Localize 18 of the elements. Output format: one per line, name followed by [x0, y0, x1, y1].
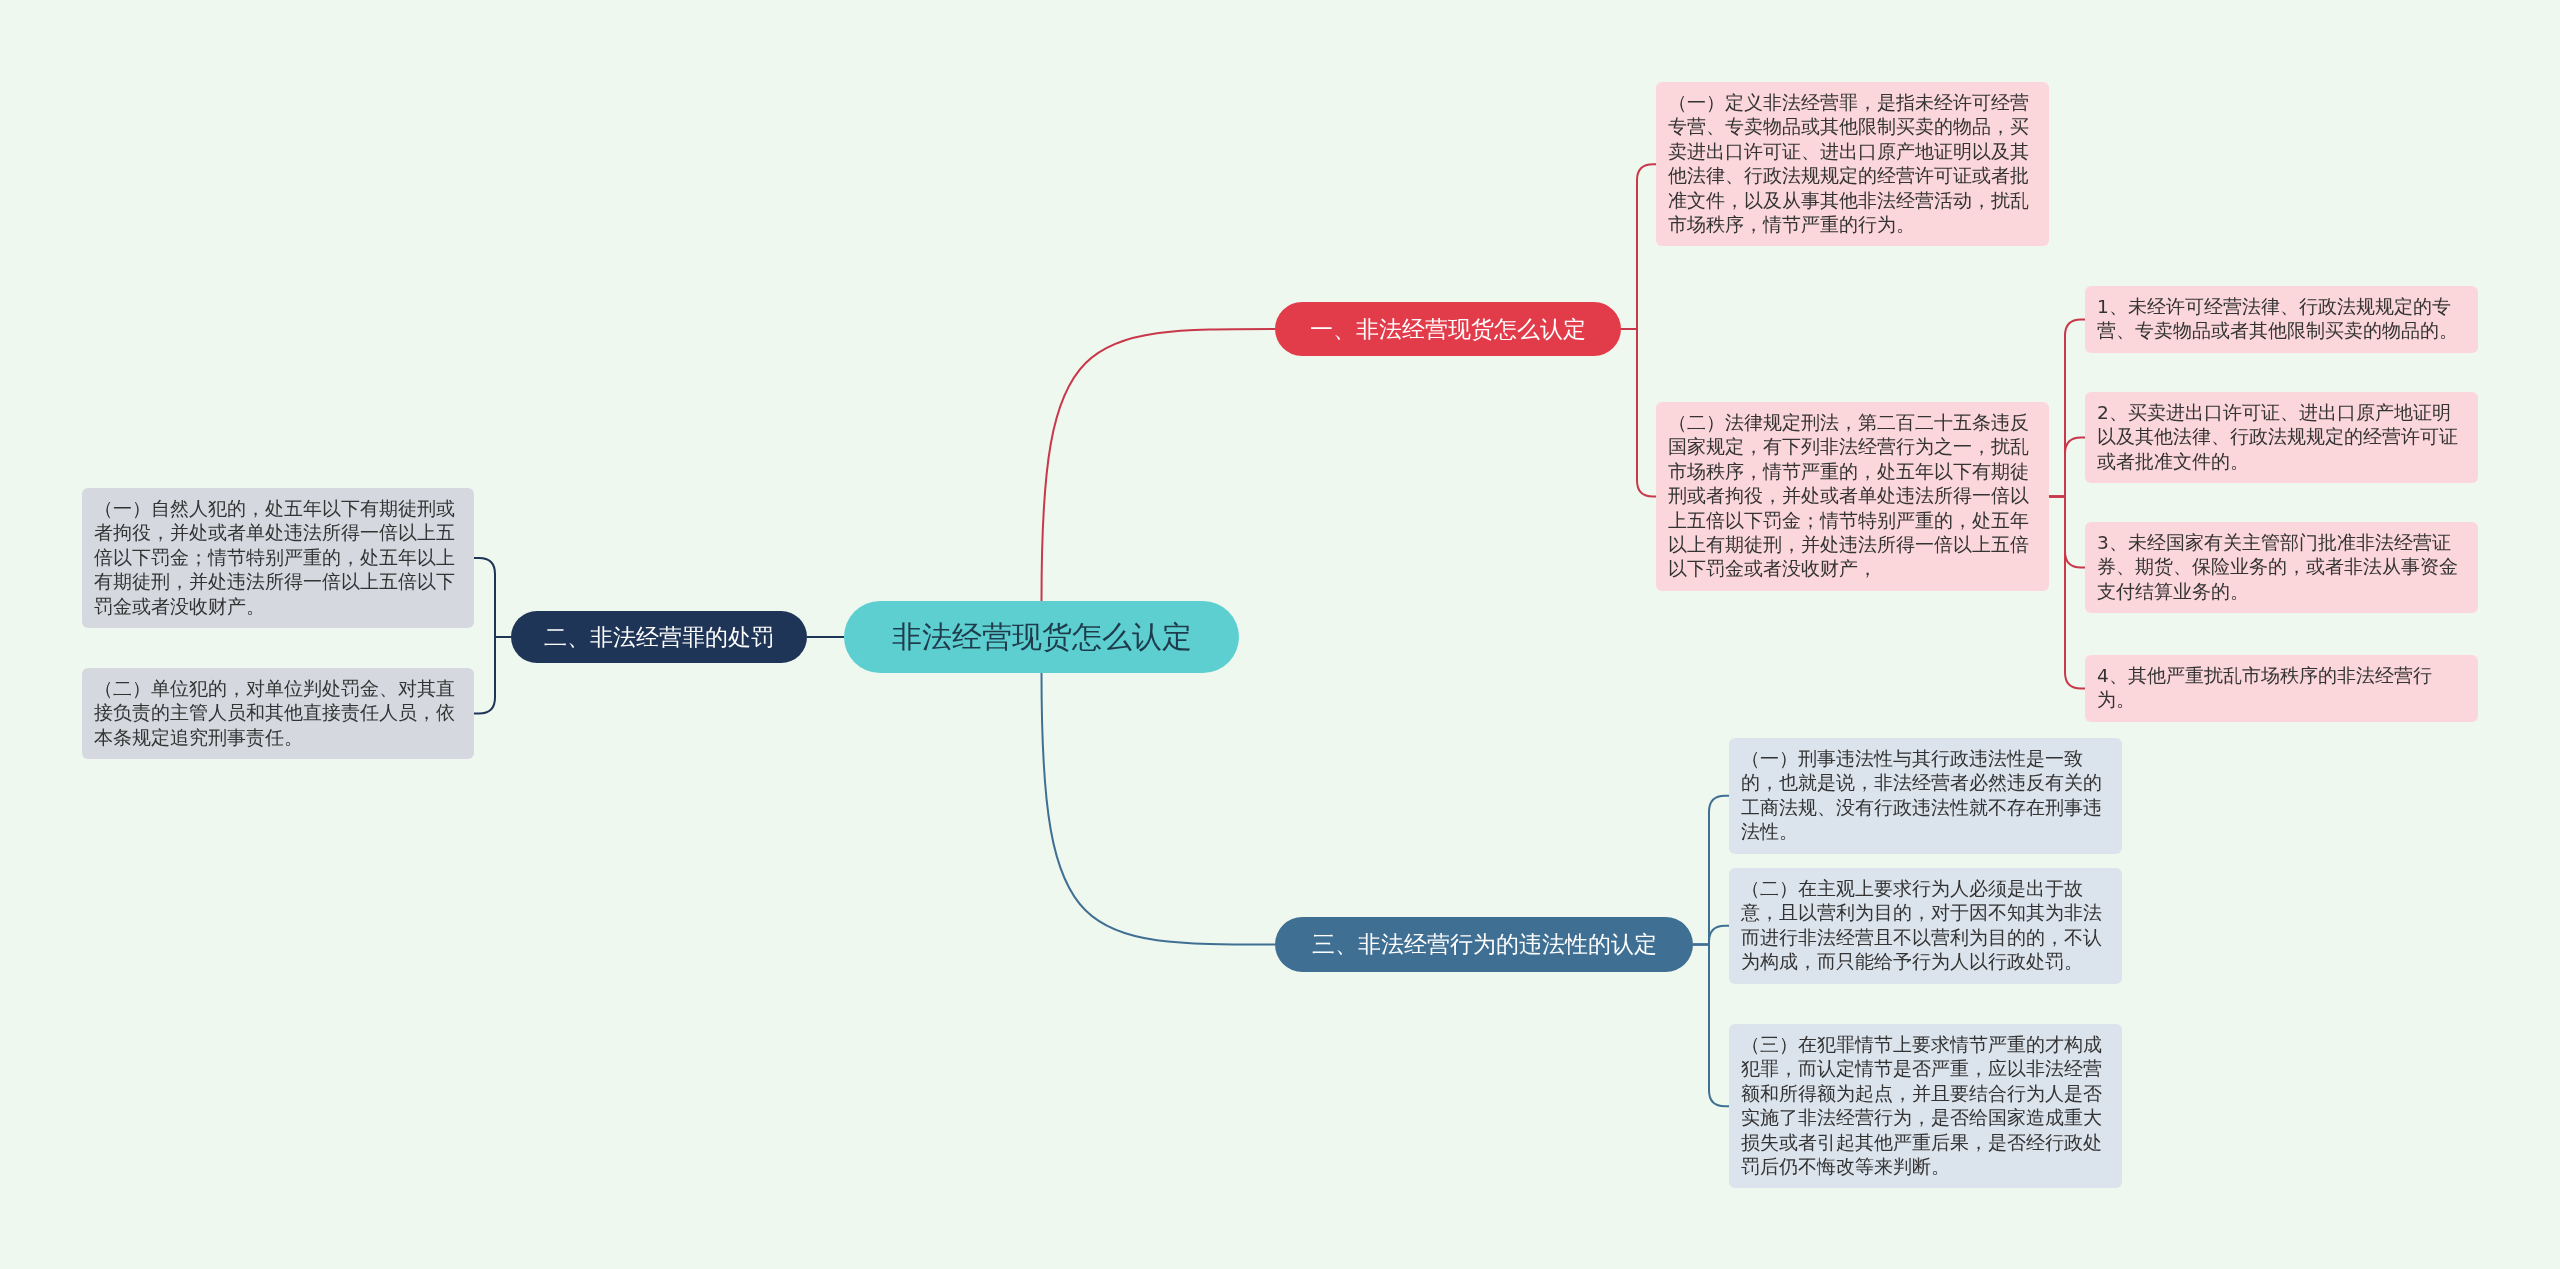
branch-topic: 一、非法经营现货怎么认定: [1275, 302, 1621, 356]
note-box: （一）自然人犯的，处五年以下有期徒刑或者拘役，并处或者单处违法所得一倍以上五倍以下罚金；情节特别严重的，处五年以上有期徒刑，并处违法所得一倍以上五倍以下罚金或者没收财产。: [82, 488, 474, 629]
connector-line: [806, 636, 845, 638]
note-box: 2、买卖进出口许可证、进出口原产地证明以及其他法律、行政法规规定的经营许可证或者批准文件的。: [2085, 392, 2478, 484]
note-box: 4、其他严重扰乱市场秩序的非法经营行为。: [2085, 655, 2478, 722]
note-box: 1、未经许可经营法律、行政法规规定的专营、专卖物品或者其他限制买卖的物品的。: [2085, 286, 2478, 353]
note-box: （二）法律规定刑法，第二百二十五条违反国家规定，有下列非法经营行为之一，扰乱市场秩序，情节严重的，处五年以下有期徒刑或者拘役，并处或者单处违法所得一倍以上五倍以下罚金；情节特别严重的，处五年以上有期徒刑，并处违法所得一倍以上五倍以下罚金或者没收财产，: [1656, 402, 2049, 591]
note-box: （一）定义非法经营罪，是指未经许可经营专营、专卖物品或其他限制买卖的物品，买卖进出口许可证、进出口原产地证明以及其他法律、行政法规规定的经营许可证或者批准文件，以及从事其他非法经营活动，扰乱市场秩序，情节严重的行为。: [1656, 82, 2049, 247]
note-box: （一）刑事违法性与其行政违法性是一致的，也就是说，非法经营者必然违反有关的工商法规、没有行政违法性就不存在刑事违法性。: [1729, 738, 2122, 854]
central-topic: 非法经营现货怎么认定: [844, 601, 1239, 673]
note-box: （二）在主观上要求行为人必须是出于故意，且以营利为目的，对于因不知其为非法而进行非法经营且不以营利为目的的，不认为构成，而只能给予行为人以行政处罚。: [1729, 868, 2122, 984]
connector-line: [1040, 328, 1276, 602]
branch-topic: 二、非法经营罪的处罚: [511, 611, 807, 663]
note-box: （三）在犯罪情节上要求情节严重的才构成犯罪，而认定情节是否严重，应以非法经营额和所得额为起点，并且要结合行为人是否实施了非法经营行为，是否给国家造成重大损失或者引起其他严重后果，是否经行政处罚后仍不悔改等来判断。: [1729, 1024, 2122, 1189]
branch-topic: 三、非法经营行为的违法性的认定: [1275, 917, 1693, 972]
connector-line: [1040, 672, 1276, 946]
note-box: （二）单位犯的，对单位判处罚金、对其直接负责的主管人员和其他直接责任人员，依本条规定追究刑事责任。: [82, 668, 474, 760]
note-box: 3、未经国家有关主管部门批准非法经营证券、期货、保险业务的，或者非法从事资金支付结算业务的。: [2085, 522, 2478, 614]
